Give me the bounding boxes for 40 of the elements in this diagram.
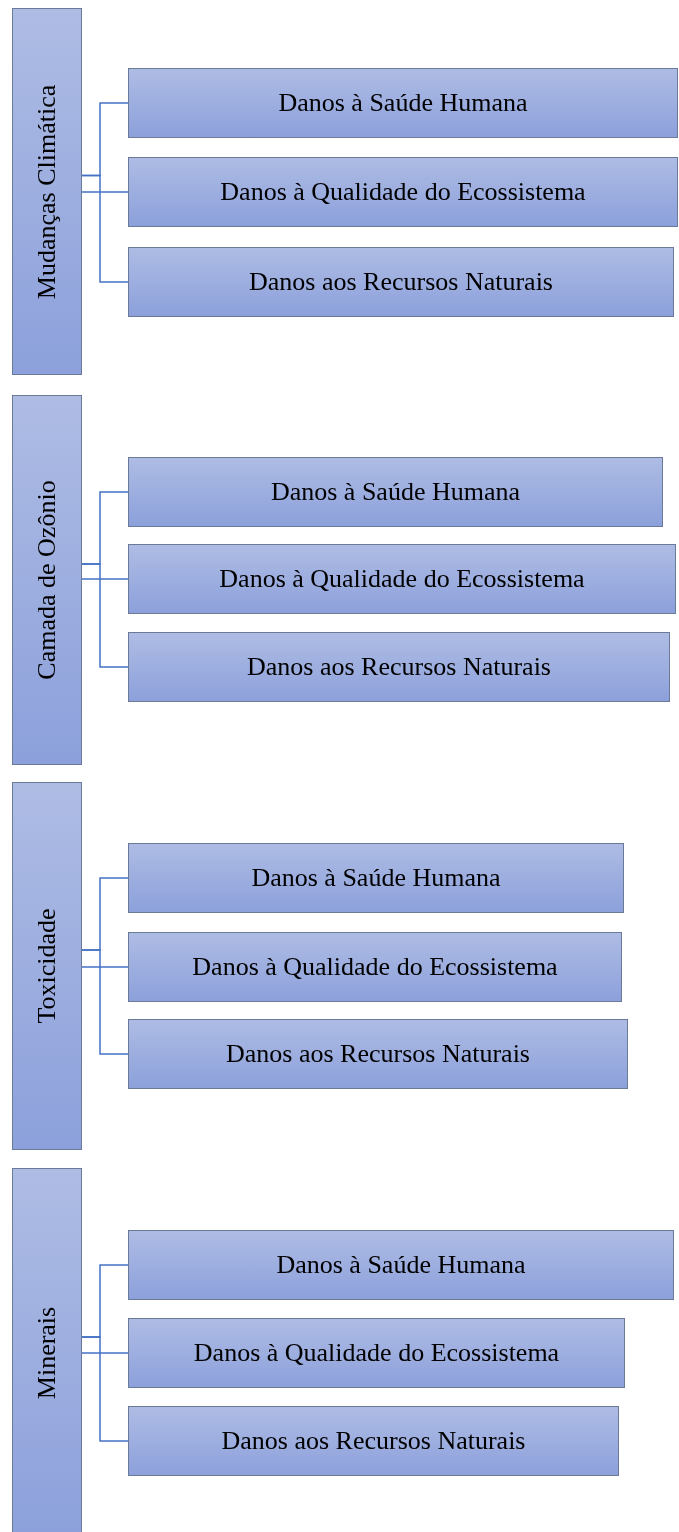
- category-bar: [12, 782, 82, 1150]
- process-box: [128, 1230, 674, 1300]
- connector-line: [81, 949, 129, 1055]
- process-box: [128, 457, 663, 527]
- process-box: [128, 1406, 619, 1476]
- connector-line: [81, 1336, 129, 1442]
- category-label: Camada de Ozônio: [32, 480, 62, 680]
- process-box: [128, 1318, 625, 1388]
- box-label: Danos à Saúde Humana: [278, 88, 528, 118]
- box-label: Danos à Saúde Humana: [276, 1250, 526, 1280]
- connector-line: [81, 966, 129, 968]
- process-box: [128, 932, 622, 1002]
- process-box: [128, 1019, 628, 1089]
- category-label: Mudanças Climática: [32, 84, 62, 299]
- category-label: Toxicidade: [32, 908, 62, 1024]
- box-label: Danos à Qualidade do Ecossistema: [219, 564, 585, 594]
- box-label: Danos à Qualidade do Ecossistema: [220, 177, 586, 207]
- connector-line: [81, 563, 129, 668]
- category-label: Minerais: [32, 1306, 62, 1400]
- connector-line: [81, 578, 129, 580]
- process-box: [128, 843, 624, 913]
- category-bar: [12, 1168, 82, 1532]
- box-label: Danos aos Recursos Naturais: [247, 652, 551, 682]
- box-label: Danos à Qualidade do Ecossistema: [192, 952, 558, 982]
- connector-line: [81, 191, 129, 193]
- process-box: [128, 247, 674, 317]
- box-label: Danos à Saúde Humana: [251, 863, 501, 893]
- process-box: [128, 157, 678, 227]
- process-box: [128, 68, 678, 138]
- connector-line: [81, 1352, 129, 1354]
- box-label: Danos à Qualidade do Ecossistema: [193, 1338, 560, 1368]
- category-bar: [12, 395, 82, 765]
- process-box: [128, 632, 670, 702]
- process-box: [128, 544, 676, 614]
- box-label: Danos aos Recursos Naturais: [221, 1426, 526, 1456]
- category-bar: [12, 8, 82, 375]
- box-label: Danos aos Recursos Naturais: [249, 267, 553, 297]
- box-label: Danos à Saúde Humana: [270, 477, 521, 507]
- connector-line: [81, 174, 129, 283]
- box-label: Danos aos Recursos Naturais: [226, 1039, 530, 1069]
